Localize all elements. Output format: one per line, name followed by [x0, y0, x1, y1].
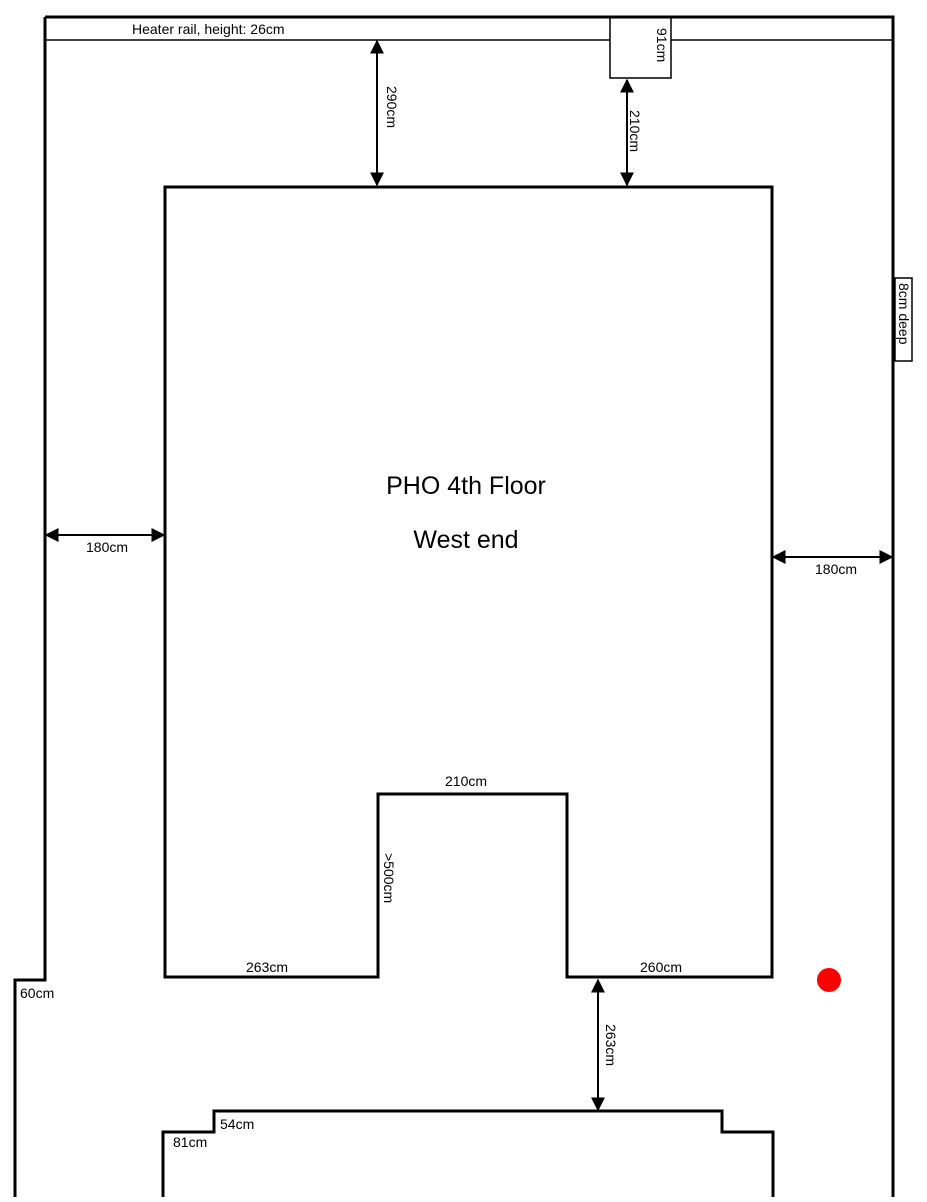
plan-subtitle: West end	[413, 526, 518, 554]
rail-depth-tab	[894, 277, 913, 362]
bottom-left-edge-label: 263cm	[246, 959, 288, 975]
heater-rail-label: Heater rail, height: 26cm	[132, 21, 285, 37]
left-step-label: 60cm	[20, 985, 54, 1001]
wall-box-label: 91cm	[654, 28, 670, 62]
central-table	[163, 185, 774, 979]
dim-label-top-left: 290cm	[384, 86, 400, 128]
plan-title: PHO 4th Floor	[386, 472, 546, 500]
dim-label-left: 180cm	[86, 539, 128, 555]
dim-label-top-right: 210cm	[627, 110, 643, 152]
notch-depth-label: >500cm	[381, 853, 397, 903]
wall-box	[609, 16, 672, 79]
rail-depth-label: 8cm deep	[896, 283, 912, 345]
dim-label-bottom: 263cm	[603, 1024, 619, 1066]
dim-label-right: 180cm	[815, 561, 857, 577]
outer-wall-left	[13, 17, 47, 1197]
notch-width-label: 210cm	[445, 773, 487, 789]
lower-step-label-1: 54cm	[220, 1116, 254, 1132]
lower-step-label-2: 81cm	[173, 1134, 207, 1150]
bottom-right-edge-label: 260cm	[640, 959, 682, 975]
lower-counter	[161, 1109, 775, 1197]
location-marker	[817, 968, 841, 992]
outer-wall-right	[45, 15, 895, 1197]
